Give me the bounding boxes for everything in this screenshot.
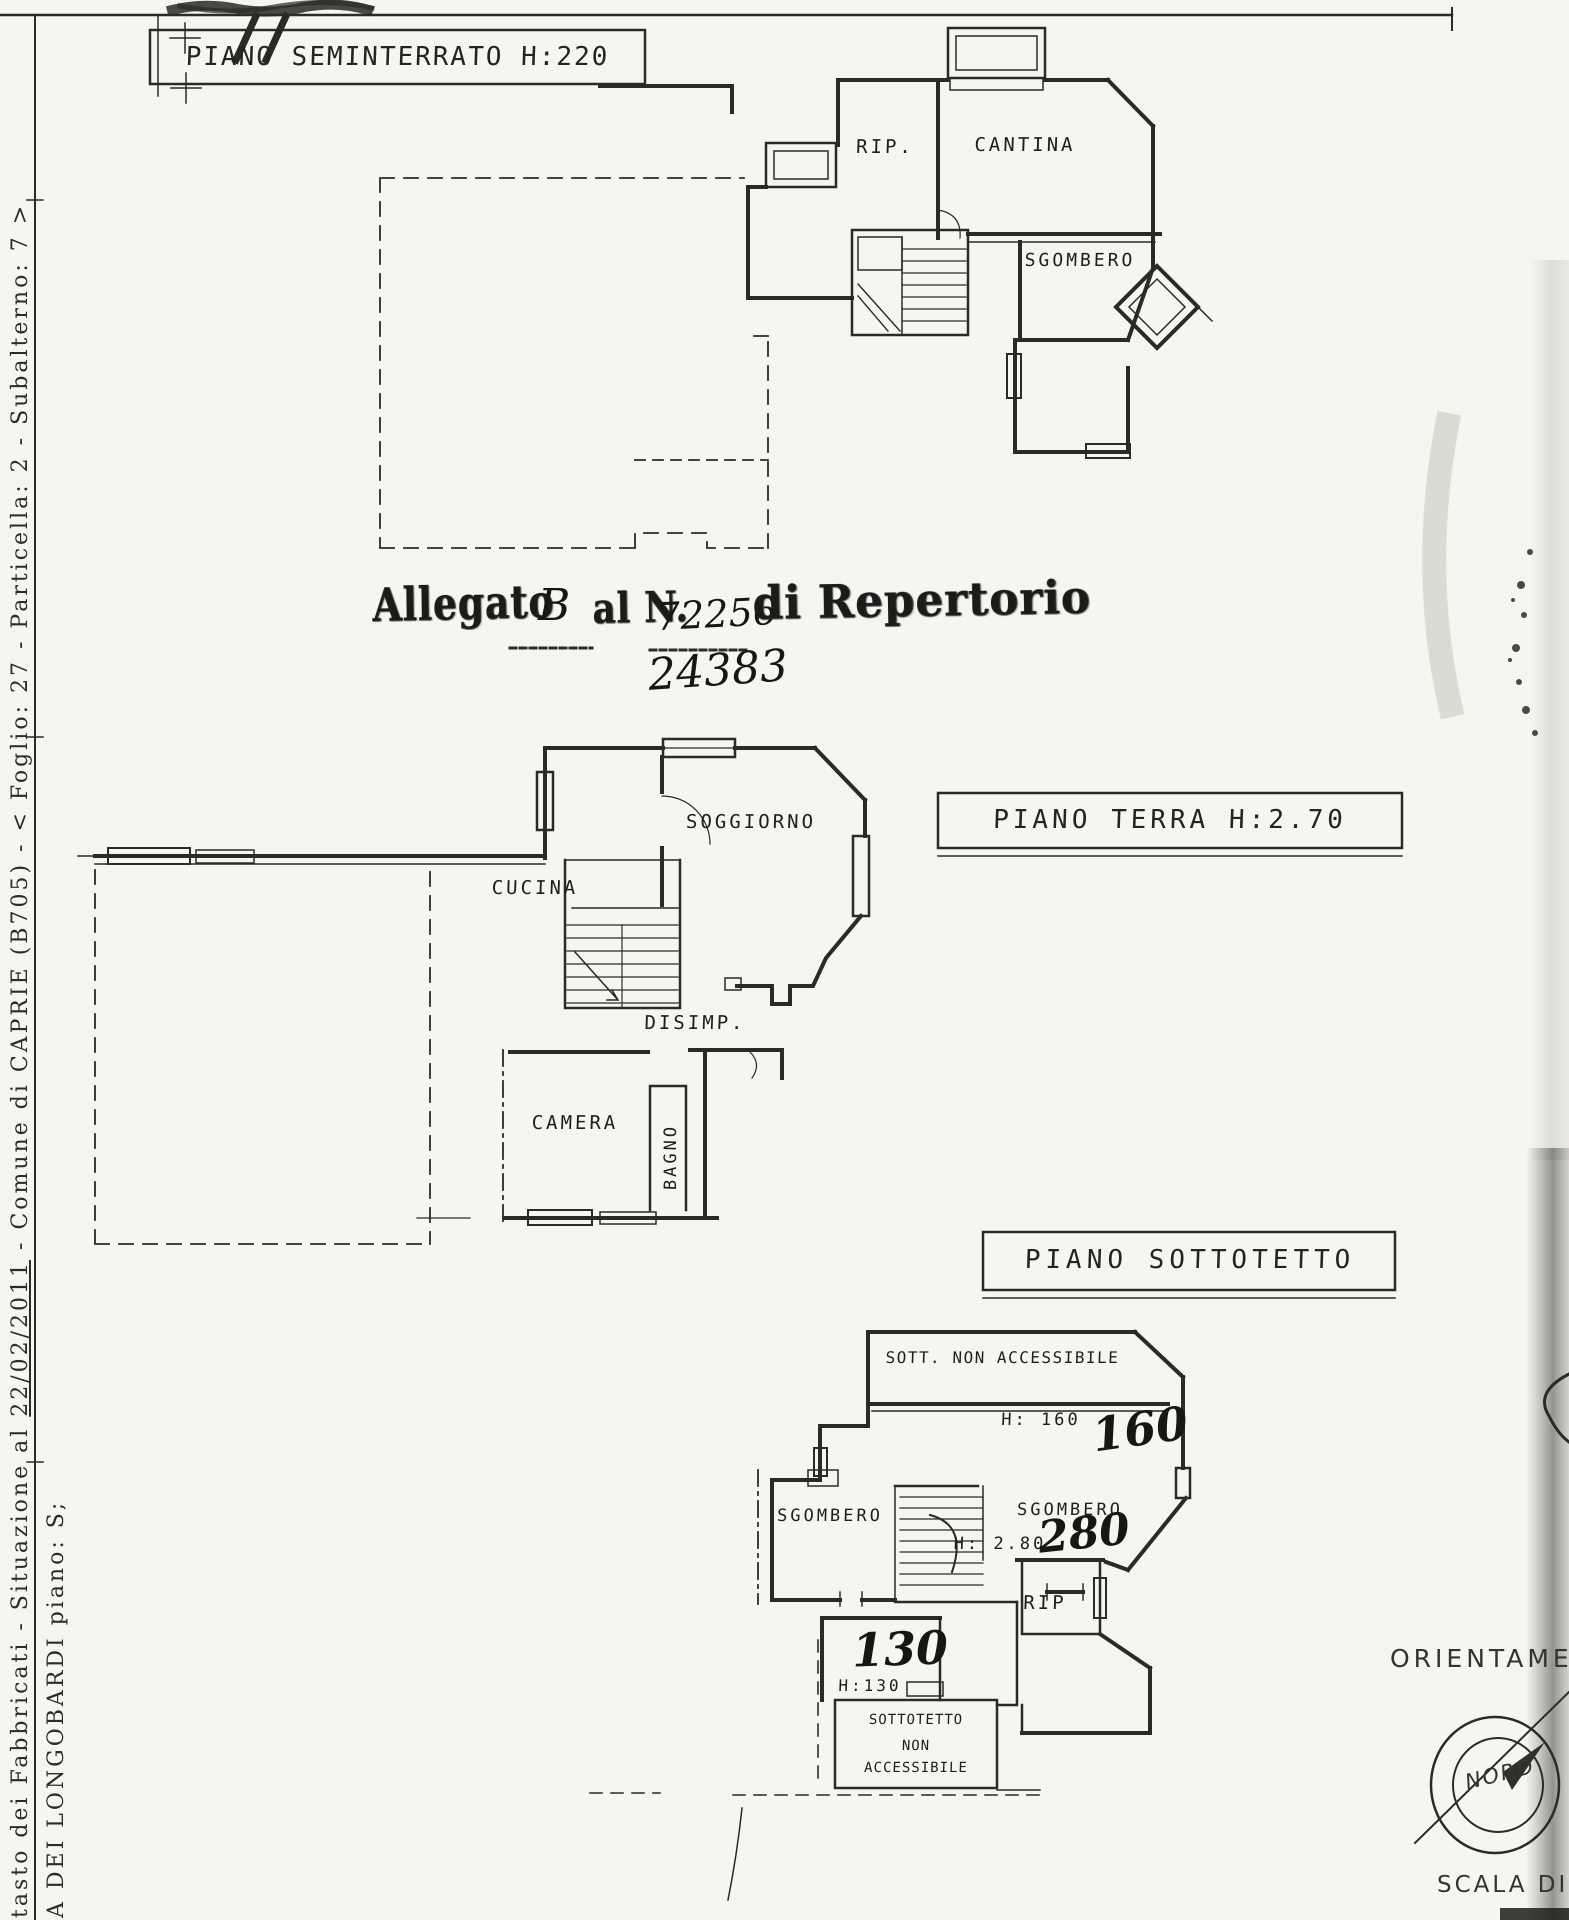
handwritten-number-below-stamp: 24383 — [646, 640, 790, 701]
registry-date: 22/02/2011 — [8, 1259, 33, 1417]
seminterrato-windows — [764, 26, 1131, 459]
height-label-280: H: 2.80 — [953, 1534, 1047, 1554]
margin-registry-text: tasto dei Fabbricati - Situazione al 22/… — [8, 203, 33, 1918]
box-label-sottotetto: SOTTOTETTO — [868, 1712, 964, 1728]
room-label-cucina: CUCINA — [491, 877, 579, 899]
room-label-sgombero-sottotetto-left: SGOMBERO — [776, 1506, 884, 1526]
terra-plan — [77, 737, 871, 1245]
registry-text-end: - Comune di CAPRIE (B705) - < Foglio: 27… — [8, 202, 33, 1260]
title-piano-terra: PIANO TERRA H:2.70 — [992, 805, 1348, 835]
registry-text-start: tasto dei Fabbricati - Situazione al — [8, 1416, 33, 1918]
terra-interior-walls — [648, 1084, 688, 1212]
terra-windows — [107, 737, 871, 1226]
margin-address-text: A DEI LONGOBARDI piano: S; — [44, 1499, 69, 1918]
room-label-camera: CAMERA — [531, 1112, 619, 1134]
title-boxes — [148, 15, 1404, 1299]
page-border-rules — [0, 7, 1454, 1920]
scan-shadow-band-lower — [1526, 1148, 1569, 1920]
height-label-130: H:130 — [838, 1676, 902, 1695]
scale-label: SCALA DI — [1437, 1872, 1569, 1898]
stamp-word-allegato: Allegato — [372, 574, 555, 632]
seminterrato-stairs — [850, 228, 970, 337]
stamp-underlines — [508, 646, 750, 652]
seal-artifacts — [1422, 411, 1569, 1920]
orientation-label: ORIENTAME — [1390, 1644, 1569, 1673]
terra-boundary-lines — [94, 869, 504, 1245]
room-label-rip-sottotetto: RIP — [1022, 1592, 1068, 1614]
room-label-bagno: BAGNO — [661, 1123, 681, 1191]
title-piano-seminterrato: PIANO SEMINTERRATO H:220 — [185, 42, 610, 72]
compass-arrow-icon — [1503, 1742, 1545, 1790]
handwritten-280: 280 — [1035, 1503, 1133, 1564]
room-label-sgombero-seminterrato: SGOMBERO — [1024, 250, 1136, 271]
box-label-accessibile: ACCESSIBILE — [863, 1760, 969, 1776]
sottotetto-dashed-lines — [589, 1469, 1041, 1796]
room-label-cantina: CANTINA — [974, 134, 1076, 156]
seminterrato-dashed-boundary — [379, 177, 769, 549]
sottotetto-plan — [589, 1329, 1192, 1901]
seminterrato-plan — [379, 26, 1214, 549]
pen-scribble — [165, 0, 376, 65]
stamp-word-repertorio: di Repertorio — [752, 569, 1092, 630]
box-label-non: NON — [901, 1738, 931, 1754]
terra-stairs — [563, 858, 682, 1010]
room-label-sott-non-accessibile: SOTT. NON ACCESSIBILE — [885, 1348, 1120, 1367]
room-label-disimp: DISIMP. — [644, 1012, 746, 1034]
room-label-soggiorno: SOGGIORNO — [685, 811, 817, 833]
stamp-handwritten-letter: B — [538, 580, 571, 631]
handwritten-130: 130 — [851, 1620, 949, 1678]
height-label-160: H: 160 — [1000, 1410, 1082, 1430]
title-piano-sottotetto: PIANO SOTTOTETTO — [1024, 1245, 1356, 1275]
north-compass — [1413, 1690, 1569, 1855]
sottotetto-stairs — [893, 1484, 984, 1601]
scan-shadow-band-upper — [1530, 260, 1569, 1160]
chimney-diamond — [1113, 263, 1214, 351]
room-label-rip-seminterrato: RIP. — [855, 136, 915, 158]
